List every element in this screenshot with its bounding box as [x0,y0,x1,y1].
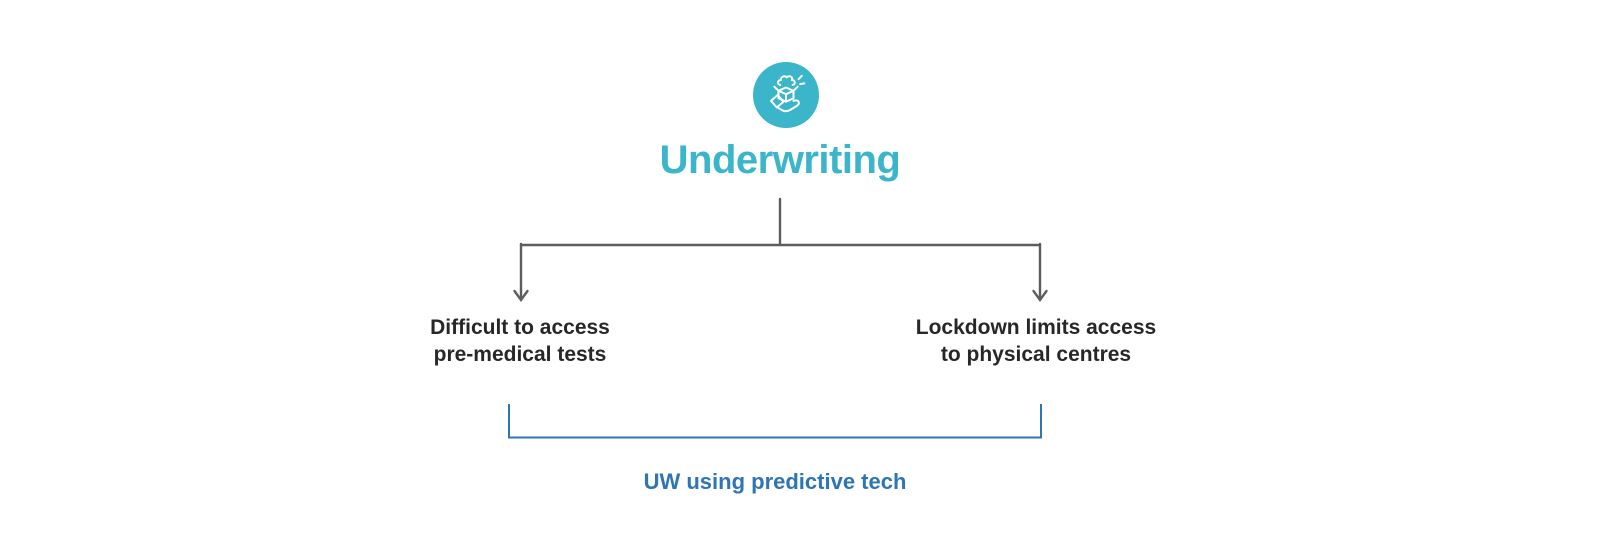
grouping-bracket [508,404,1042,439]
root-node-title: Underwriting [659,138,901,182]
hand-holding-open-box-icon [753,62,819,128]
branch-node-pre-medical-tests: Difficult to access pre-medical tests [430,314,610,368]
branch-label-line: Lockdown limits access [915,316,1157,339]
branch-node-physical-centres: Lockdown limits access to physical centr… [916,314,1156,368]
branch-label-line: to physical centres [940,343,1132,366]
outcome-label: UW using predictive tech [643,469,907,494]
tree-branch-lines [513,197,1048,303]
branch-label-line: pre-medical tests [433,343,607,366]
branch-label-line: Difficult to access [430,316,610,339]
